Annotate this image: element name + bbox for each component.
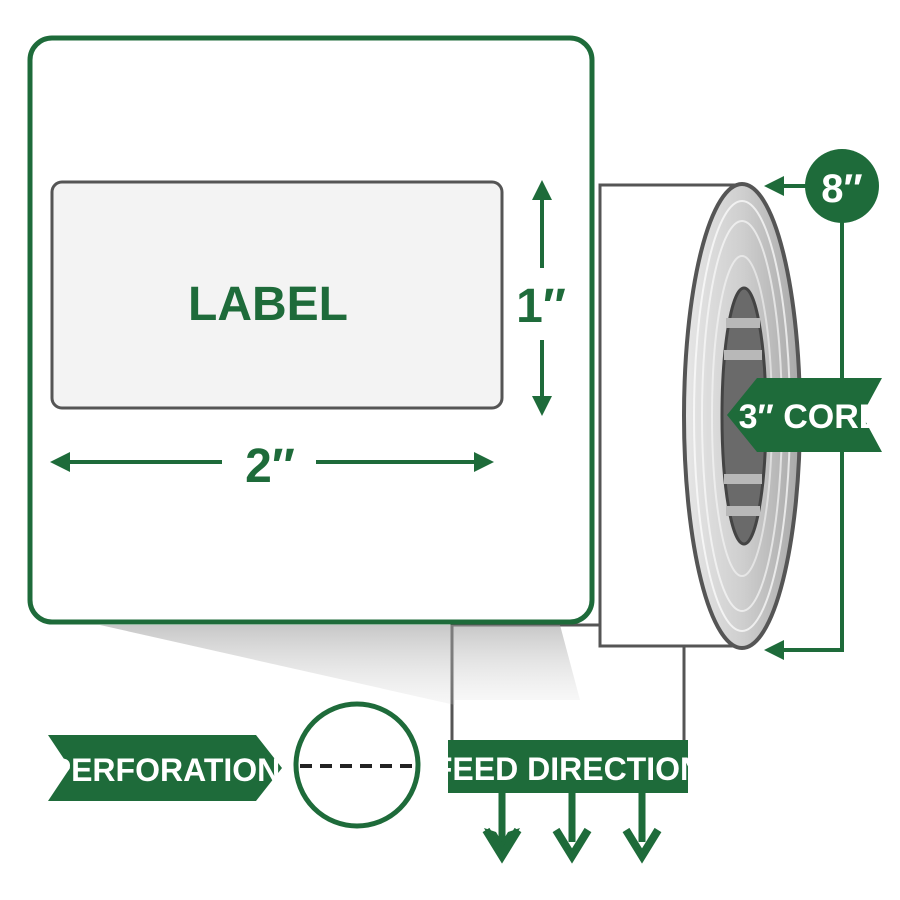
perforation-tag <box>48 735 282 801</box>
arrow-left-icon <box>764 640 784 660</box>
double-headed-arrow-icon <box>50 452 494 472</box>
height-dimension: 1″ <box>516 180 566 416</box>
feed-direction-bar <box>448 740 688 793</box>
down-arrow-icon <box>482 793 522 864</box>
core-stripe <box>726 506 760 516</box>
diameter-text: 8″ <box>821 167 862 211</box>
web-shadow-inner <box>455 625 580 700</box>
core-stripe <box>724 474 762 484</box>
label-card: LABEL <box>27 35 595 625</box>
down-arrow-icon <box>622 793 662 864</box>
core-stripe <box>724 350 762 360</box>
arrow-left-icon <box>764 176 784 196</box>
diameter-dimension: 8″ <box>764 149 879 660</box>
dashed-line-circle-icon <box>293 701 421 829</box>
down-arrow-icon <box>552 793 592 864</box>
core-text: 3″ CORE <box>739 398 882 436</box>
web-shadow <box>100 625 455 705</box>
width-dimension: 2″ <box>50 440 494 493</box>
core-tag <box>727 378 882 452</box>
height-dimension-text: 1″ <box>516 280 566 333</box>
perforation-text: PERFORATION <box>50 752 281 788</box>
diameter-badge <box>805 149 879 223</box>
label-text: LABEL <box>188 278 348 331</box>
perforation-callout: PERFORATION <box>48 701 421 829</box>
width-dimension-text: 2″ <box>245 440 295 493</box>
core-stripe <box>726 318 760 328</box>
double-headed-arrow-icon <box>532 180 552 416</box>
core-callout: 3″ CORE <box>727 378 882 452</box>
label-face <box>50 180 504 410</box>
feed-direction-text: FEED DIRECTION <box>433 751 703 787</box>
feed-direction-callout: FEED DIRECTION <box>433 740 703 864</box>
